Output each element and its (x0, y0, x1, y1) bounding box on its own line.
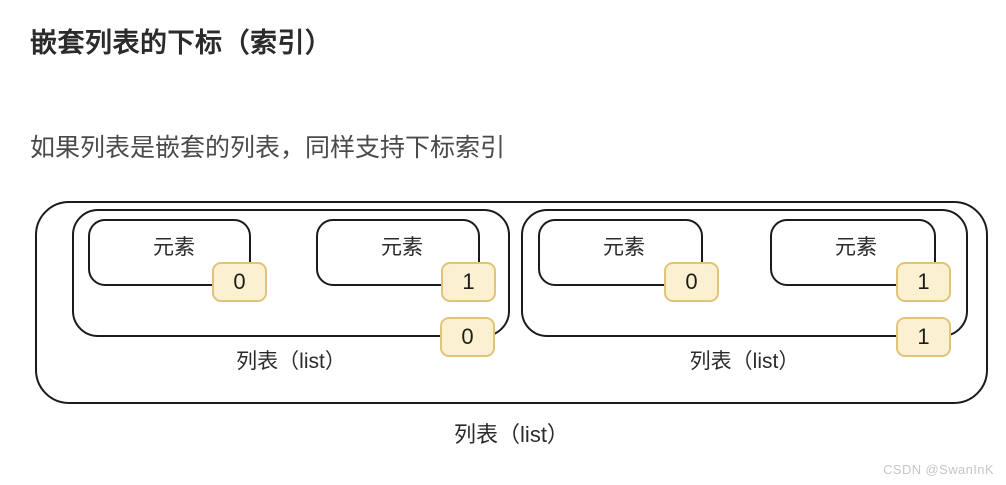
inner-list-caption-1: 列表（list） (689, 350, 800, 373)
index-badge-element-1-0: 0 (664, 262, 719, 302)
element-box-1-0 (538, 219, 703, 286)
inner-list-container-1 (521, 209, 968, 337)
page-subtitle: 如果列表是嵌套的列表，同样支持下标索引 (30, 135, 506, 162)
page-title: 嵌套列表的下标（索引） (30, 28, 333, 58)
element-label-0-0: 元素 (153, 236, 195, 259)
index-badge-inner-list-1: 1 (896, 317, 951, 357)
element-label-1-0: 元素 (603, 236, 645, 259)
inner-list-caption-0: 列表（list） (236, 350, 346, 373)
index-badge-inner-list-0: 0 (440, 317, 495, 357)
index-badge-element-0-1: 1 (441, 262, 496, 302)
element-label-1-1: 元素 (835, 236, 877, 259)
watermark: CSDN @SwanInK (883, 462, 994, 477)
outer-list-caption: 列表（list） (454, 422, 569, 447)
element-box-0-0 (88, 219, 251, 286)
element-label-0-1: 元素 (381, 236, 423, 259)
element-box-1-1 (770, 219, 936, 286)
inner-list-container-0 (72, 209, 510, 337)
element-box-0-1 (316, 219, 480, 286)
index-badge-element-0-0: 0 (212, 262, 267, 302)
index-badge-element-1-1: 1 (896, 262, 951, 302)
outer-list-container (35, 201, 988, 404)
